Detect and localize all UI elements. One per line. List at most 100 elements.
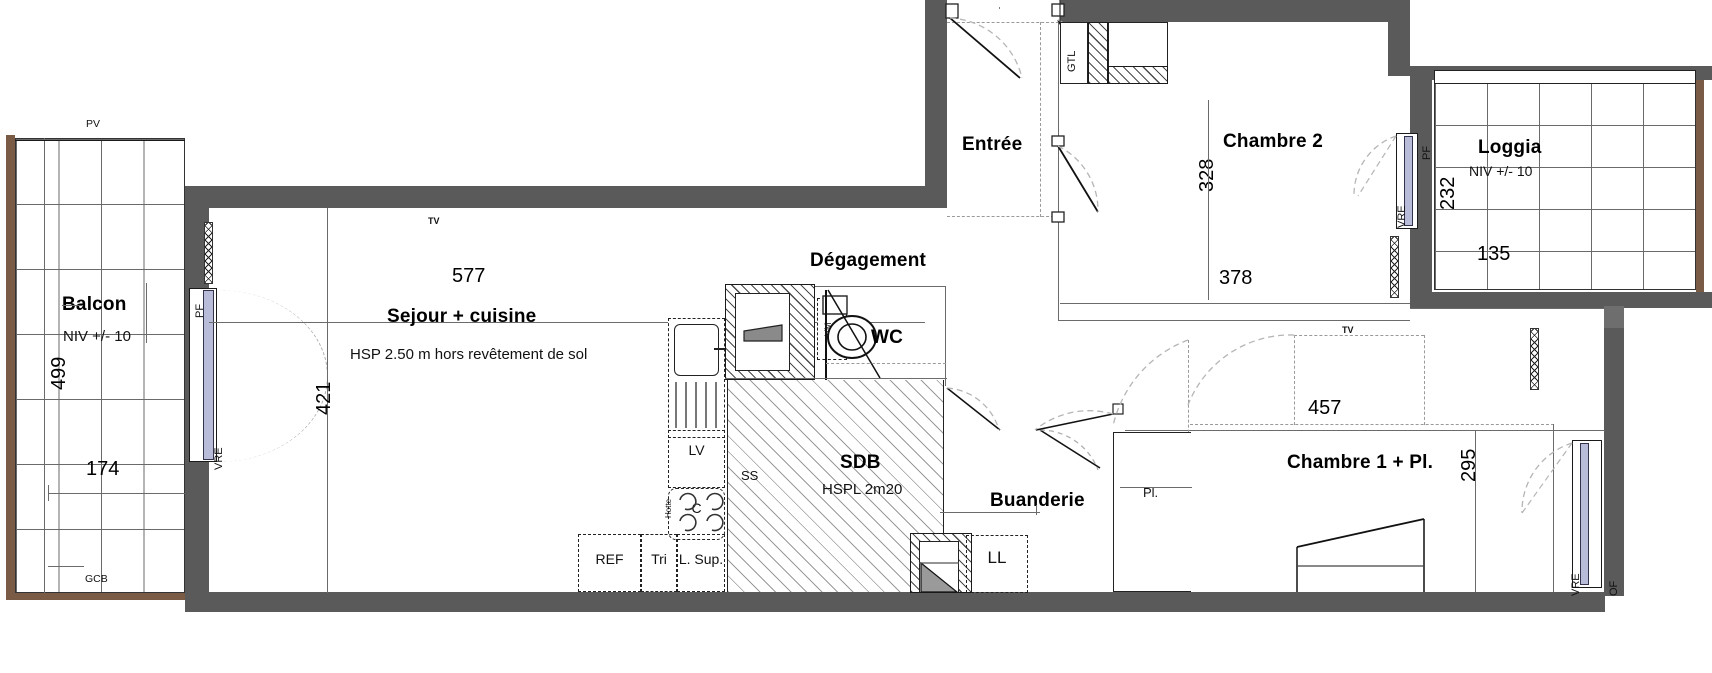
sdb-floor-hatch [727, 380, 944, 592]
room-sub-sdb: HSPL 2m20 [822, 481, 903, 498]
chambre2-closet [1108, 22, 1168, 68]
wall-top-chambre2 [1060, 0, 1410, 22]
room-label-sejour: Sejour + cuisine [387, 306, 537, 327]
chambre2-door-glazing [1404, 136, 1413, 226]
chambre1-closet [1113, 432, 1191, 592]
degagement-wall-line [815, 286, 945, 287]
chambre1-dash-left [1294, 335, 1295, 425]
chambre1-dash-closet-top [1294, 335, 1424, 336]
label-pf-balcon: PF [194, 303, 206, 318]
label-hotte: Hotte [664, 498, 673, 518]
sejour-dim-tick-v [327, 208, 328, 593]
appliance-label-lv: LV [688, 442, 705, 458]
room-label-sdb: SDB [840, 452, 881, 473]
wall-bottom-main [185, 592, 1125, 612]
chambre1-dash-right [1424, 335, 1425, 425]
room-sub-loggia: NIV +/- 10 [1469, 163, 1533, 179]
wall-entree-right [1058, 22, 1059, 220]
room-sub-balcon: NIV +/- 10 [63, 328, 131, 345]
appliance-label-tri: Tri [651, 551, 667, 567]
entree-dash-top [947, 22, 1059, 23]
label-pf-loggia: PF [1421, 145, 1433, 160]
balcony-top-edge [15, 140, 185, 141]
dim-balcon-height: 499 [48, 356, 70, 390]
room-label-chambre1: Chambre 1 + Pl. [1287, 452, 1434, 473]
appliance-fridge [578, 534, 641, 592]
dim-loggia-width: 135 [1477, 243, 1511, 265]
wall-chambre1-right [1604, 308, 1624, 596]
label-vm: VM [823, 322, 833, 337]
chambre1-dash-top [1190, 424, 1554, 425]
chambre2-insulation-hatch [1390, 236, 1399, 298]
dim-balcon-width: 174 [86, 458, 120, 480]
label-gtl: GTL [1066, 50, 1078, 72]
sejour-dim-line-top [209, 322, 925, 323]
cloison-line [725, 378, 947, 379]
tv-outlet-sejour: TV [428, 216, 440, 226]
balcon-dimv-tick [62, 305, 82, 306]
chambre1-insulation-hatch [1530, 328, 1539, 390]
chambre1-window-glazing [1580, 443, 1589, 585]
balcony-tile-grid [15, 138, 185, 593]
wall-chambre2-left [1058, 220, 1059, 320]
loggia-top-band [1434, 70, 1696, 84]
room-label-entree: Entrée [962, 134, 1023, 155]
room-label-chambre2: Chambre 2 [1223, 131, 1324, 152]
room-label-degagement: Dégagement [810, 250, 927, 271]
balcony-railing-bottom [6, 591, 188, 600]
label-placard: Pl. [1143, 485, 1159, 500]
label-vre-chambre1: VRE [1570, 573, 1582, 596]
wall-chambre1-top [1604, 306, 1624, 328]
chambre1-div-line2 [1475, 430, 1476, 592]
dim-chambre1-width: 457 [1308, 397, 1342, 419]
degagement-wall-right [945, 286, 946, 386]
label-of-chambre1: OF [1608, 580, 1620, 596]
chambre2-dim-line [1060, 303, 1410, 304]
balcon-dimv-tick2 [48, 566, 84, 567]
wall-loggia-left [1410, 66, 1432, 306]
room-sub-sejour: HSP 2.50 m hors revêtement de sol [350, 346, 588, 363]
wall-loggia-bottom [1410, 292, 1712, 308]
loggia-tile-grid [1434, 82, 1696, 290]
wall-bottom-right [1125, 592, 1605, 612]
balcon-dim-tick-left [48, 485, 49, 501]
label-gcb: GCB [85, 573, 108, 585]
appliance-tri [641, 534, 677, 592]
gtl-cabinet [1060, 22, 1088, 84]
appliance-label-c: C [691, 500, 702, 516]
room-label-buanderie: Buanderie [990, 490, 1085, 511]
entree-dash-bottom [947, 216, 1059, 217]
balcon-outer-dim [6, 342, 16, 345]
wall-sejour-top [185, 186, 925, 208]
chambre2-closet-hatch [1108, 66, 1168, 84]
label-vre-loggia: VRE [1396, 205, 1408, 228]
dim-chambre1-height: 295 [1458, 448, 1480, 482]
appliance-label-lsup: L. Sup. [678, 551, 724, 567]
label-ss: SS [741, 468, 759, 483]
appliance-cooktop [668, 488, 725, 540]
label-pv: PV [86, 118, 101, 130]
balcony-grid-accent [44, 138, 45, 593]
balcony-door-swing-arc [218, 290, 328, 462]
entree-dash-right [1040, 22, 1041, 217]
appliance-lsup [677, 534, 725, 592]
balcon-dim-line [48, 493, 185, 494]
wall-entree-left [925, 0, 947, 208]
sdb-door-panel [919, 541, 959, 593]
dim-sejour-width: 577 [452, 265, 486, 287]
balcon-left-mark [1, 330, 4, 342]
loggia-railing-right [1696, 80, 1704, 292]
closet-shelf-line [1120, 487, 1192, 488]
dim-sejour-height: 421 [313, 381, 335, 415]
room-label-balcon: Balcon [62, 294, 127, 315]
chambre1-top-line [1125, 430, 1605, 431]
appliance-label-ll: LL [987, 548, 1007, 567]
loggia-right-edge-dim [1706, 197, 1712, 200]
appliance-dishwasher [668, 430, 725, 488]
balcony-insulation-hatch [204, 222, 213, 284]
wc-cabinet [735, 293, 790, 371]
room-label-loggia: Loggia [1478, 137, 1542, 158]
chambre1-div-line [1553, 424, 1554, 592]
balcony-railing-left [6, 135, 15, 600]
